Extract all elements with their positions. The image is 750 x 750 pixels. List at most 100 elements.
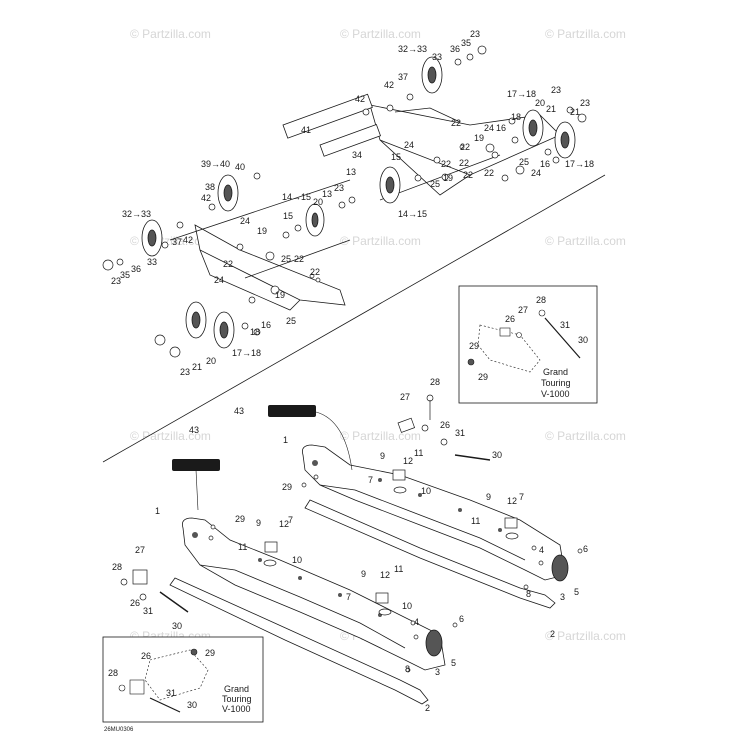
inset-caption: Touring xyxy=(541,378,571,388)
callout: 29 xyxy=(235,514,245,524)
shaft-34 xyxy=(319,123,381,157)
callout: 42 xyxy=(355,94,365,104)
callout: 27 xyxy=(518,305,528,315)
callout: 7 xyxy=(368,475,373,485)
watermark: © Partzilla.com xyxy=(545,429,626,443)
callout: 40 xyxy=(235,162,245,172)
callout: 9 xyxy=(380,451,385,461)
wheel-left-upper xyxy=(217,174,239,212)
callout: 24 xyxy=(531,168,541,178)
callout: 21 xyxy=(192,362,202,372)
callout: 13 xyxy=(322,189,332,199)
callout: 2 xyxy=(425,703,430,713)
watermark: © Partzilla.com xyxy=(545,629,626,643)
callout: 31 xyxy=(143,606,153,616)
inset-caption: Grand xyxy=(543,367,568,377)
watermark: © Partzilla.com xyxy=(545,234,626,248)
callout: 12 xyxy=(507,496,517,506)
callout: 22 xyxy=(294,254,304,264)
inset-grand-touring-top: 28 27 26 31 29 29 30 Grand Touring V-100… xyxy=(458,285,598,404)
inset-caption: V-1000 xyxy=(222,704,251,714)
callout: 10 xyxy=(402,601,412,611)
wheel-rail-right xyxy=(551,554,569,582)
callout: 23 xyxy=(180,367,190,377)
callout: 22 xyxy=(459,158,469,168)
callout: 11 xyxy=(394,564,403,574)
watermark: © Partzilla.com xyxy=(340,27,421,41)
callout: 41 xyxy=(301,125,311,135)
callout: 18 xyxy=(250,327,260,337)
callout: 28 xyxy=(108,668,118,678)
callout: 30 xyxy=(172,621,182,631)
inset-caption: V-1000 xyxy=(541,389,570,399)
callout: 6 xyxy=(583,544,588,554)
callout: 19 xyxy=(275,290,285,300)
callout: 9 xyxy=(486,492,491,502)
watermark: © Partzilla.com xyxy=(340,234,421,248)
rail-left xyxy=(182,517,446,671)
callout: 29 xyxy=(205,648,215,658)
callout: 35 xyxy=(461,38,471,48)
callout: 23 xyxy=(551,85,561,95)
callout: 28 xyxy=(112,562,122,572)
callout: 15 xyxy=(283,211,293,221)
callout: 18 xyxy=(511,112,521,122)
callout: 7 xyxy=(519,492,524,502)
callout: 24 xyxy=(240,216,250,226)
callout: 43 xyxy=(189,425,199,435)
callout: 7 xyxy=(346,592,351,602)
wheel-top-rear xyxy=(421,56,443,94)
callout: 2 xyxy=(550,629,555,639)
callout: 26 xyxy=(440,420,450,430)
callout: 12 xyxy=(279,519,289,529)
callout: 5 xyxy=(574,587,579,597)
callout: 12 xyxy=(403,456,413,466)
callout: 12 xyxy=(380,570,390,580)
callout: 20 xyxy=(313,197,323,207)
callouts-upper: 23 35 36 32→33 33 37 42 42 41 34 22 17→1… xyxy=(111,29,594,377)
callout: 42 xyxy=(201,193,211,203)
callout: 24 xyxy=(484,123,494,133)
callout: 14→15 xyxy=(398,209,427,219)
callout: 37 xyxy=(398,72,408,82)
callout: 28 xyxy=(430,377,440,387)
wheel-rear-right-1 xyxy=(522,109,544,147)
callout: 43 xyxy=(234,406,244,416)
inset-grand-touring-bottom: 28 26 29 31 30 Grand Touring V-1000 xyxy=(102,636,264,723)
wheel-rear-right-2 xyxy=(554,121,576,159)
callout: 4 xyxy=(414,617,419,627)
callout: 39→40 xyxy=(201,159,230,169)
callout: 22 xyxy=(460,142,470,152)
callout: 10 xyxy=(421,486,431,496)
callout: 19 xyxy=(257,226,267,236)
callout: 34 xyxy=(352,150,362,160)
callout: 16 xyxy=(540,159,550,169)
callout: 25 xyxy=(519,157,529,167)
callout: 29 xyxy=(282,482,292,492)
callout: 8 xyxy=(526,589,531,599)
callout: 25 xyxy=(430,179,440,189)
callout: 33 xyxy=(432,52,442,62)
callout: 19 xyxy=(474,133,484,143)
callout: 22 xyxy=(223,259,233,269)
callout: 25 xyxy=(286,316,296,326)
idler-wheels xyxy=(141,56,576,349)
inset-caption: Touring xyxy=(222,694,252,704)
callout: 8 xyxy=(405,664,410,674)
callout: 42 xyxy=(183,235,193,245)
callout: 1 xyxy=(283,435,288,445)
callout: 36 xyxy=(131,264,141,274)
callout: 30 xyxy=(578,335,588,345)
callout: 6 xyxy=(459,614,464,624)
wheel-lower-left-2 xyxy=(213,311,235,349)
callout: 31 xyxy=(166,688,176,698)
callout: 17→18 xyxy=(507,89,536,99)
rail-right xyxy=(302,444,566,581)
callout: 22 xyxy=(484,168,494,178)
callout: 42 xyxy=(384,80,394,90)
callout: 32→33 xyxy=(122,209,151,219)
callout: 11 xyxy=(414,448,423,458)
rear-wheels xyxy=(425,554,569,657)
watermark: © Partzilla.com xyxy=(545,27,626,41)
